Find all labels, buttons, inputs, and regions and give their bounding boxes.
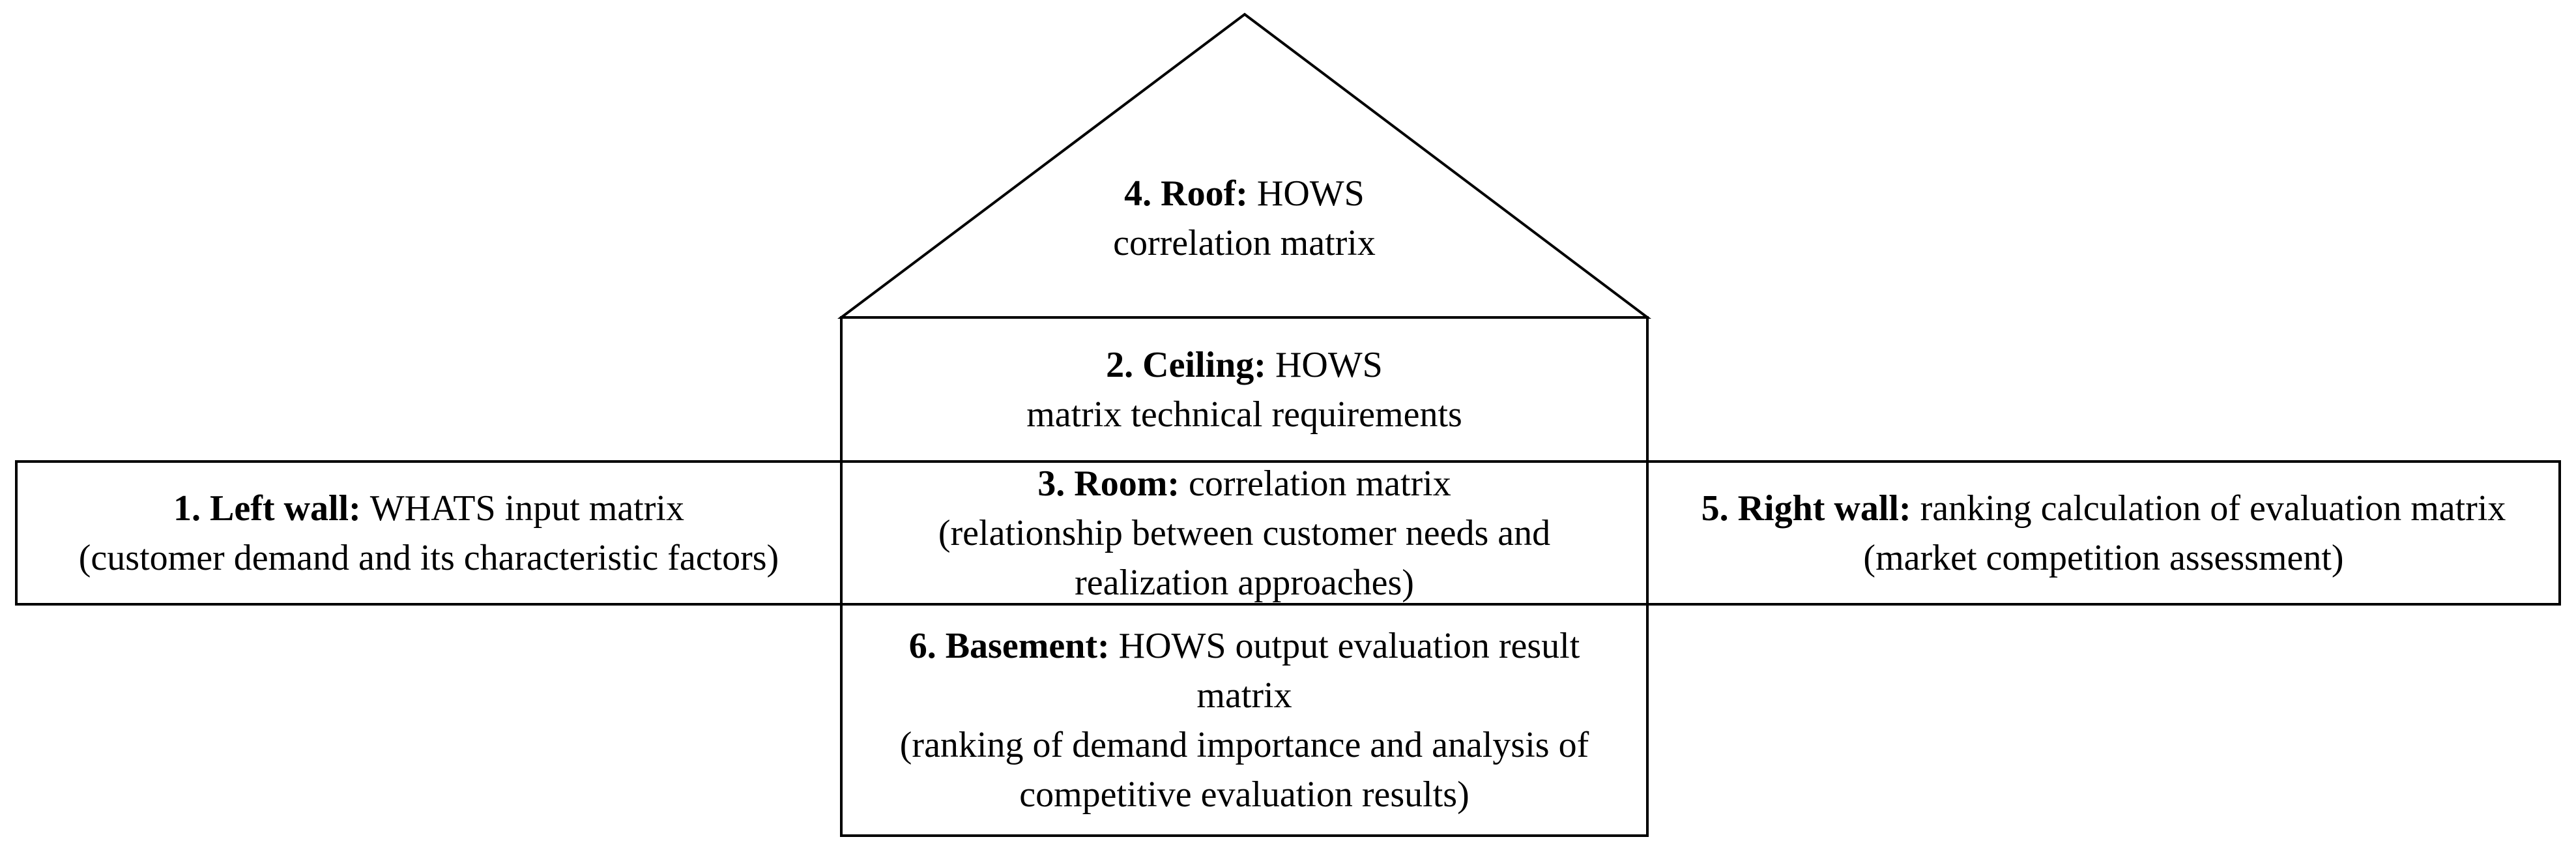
right-wall-line-1: ranking calculation of evaluation matrix <box>1920 488 2506 529</box>
left-wall-line-2: (customer demand and its characteristic … <box>78 537 779 578</box>
room-label: 3. Room: correlation matrix (relationshi… <box>841 462 1647 604</box>
left-wall-line-1: WHATS input matrix <box>369 488 684 529</box>
basement-line-1: HOWS output evaluation result <box>1118 625 1580 666</box>
ceiling-label: 2. Ceiling: HOWS matrix technical requir… <box>841 317 1647 462</box>
room-title: 3. Room: <box>1037 463 1189 504</box>
basement-line-2: matrix <box>1196 675 1292 716</box>
ceiling-line-2: matrix technical requirements <box>1026 394 1462 435</box>
roof-line-1: HOWS <box>1256 173 1365 214</box>
room-line-3: realization approaches) <box>1075 562 1414 603</box>
right-wall-box <box>1646 460 2561 606</box>
left-wall-label: 1. Left wall: WHATS input matrix (custom… <box>16 462 841 604</box>
right-wall-label: 5. Right wall: ranking calculation of ev… <box>1647 462 2560 604</box>
right-wall-title: 5. Right wall: <box>1701 488 1920 529</box>
basement-title: 6. Basement: <box>908 625 1119 666</box>
roof-title: 4. Roof: <box>1124 173 1257 214</box>
right-wall-line-2: (market competition assessment) <box>1863 537 2344 578</box>
room-line-2: (relationship between customer needs and <box>938 512 1551 553</box>
basement-label: 6. Basement: HOWS output evaluation resu… <box>841 604 1647 836</box>
ceiling-title: 2. Ceiling: <box>1106 344 1275 385</box>
left-wall-title: 1. Left wall: <box>173 488 370 529</box>
basement-line-4: competitive evaluation results) <box>1019 774 1469 815</box>
room-line-1: correlation matrix <box>1189 463 1451 504</box>
roof-label: 4. Roof: HOWS correlation matrix <box>841 163 1647 274</box>
basement-box <box>840 603 1649 837</box>
roof-line-2: correlation matrix <box>1113 223 1376 263</box>
ceiling-line-1: HOWS <box>1275 344 1383 385</box>
basement-line-3: (ranking of demand importance and analys… <box>899 724 1589 765</box>
